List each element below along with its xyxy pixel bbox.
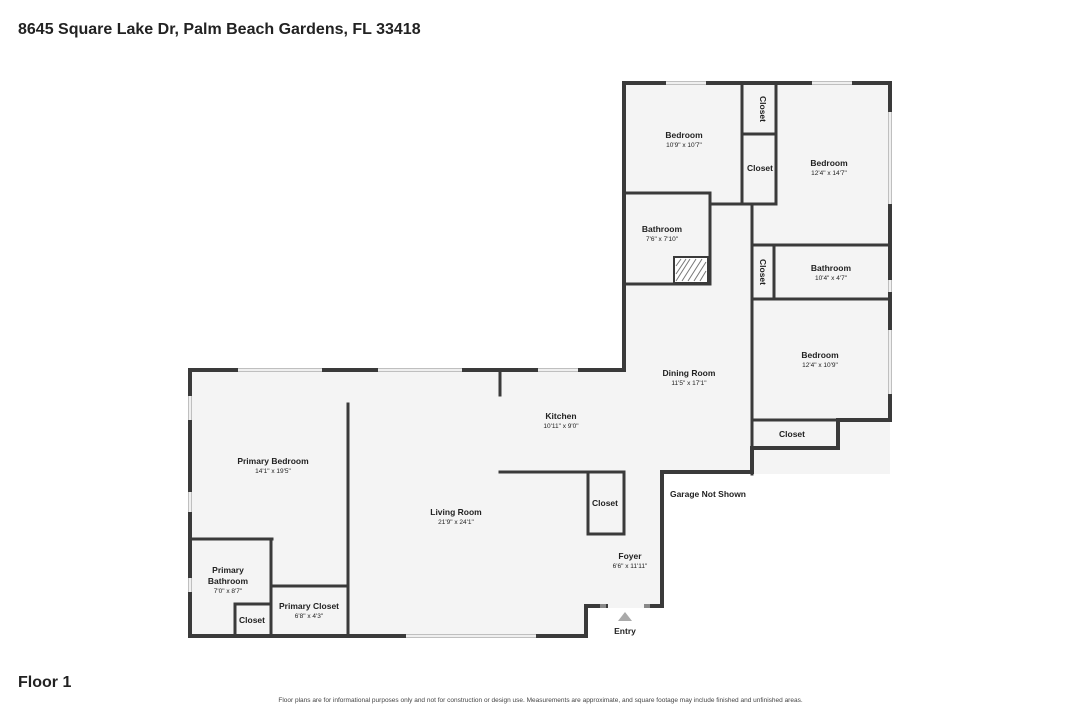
closet-label: Closet bbox=[758, 259, 768, 285]
foyer-floor bbox=[500, 472, 664, 608]
primary-closet-dimensions: 6'8" x 4'3" bbox=[295, 613, 324, 620]
bathroom-dimensions: 7'6" x 7'10" bbox=[646, 236, 679, 243]
closet-label: Closet bbox=[239, 615, 265, 625]
living-room-label: Living Room bbox=[430, 507, 482, 517]
wall-bath1 bbox=[622, 191, 712, 286]
closet-label: Closet bbox=[592, 498, 618, 508]
floor-label: Floor 1 bbox=[18, 674, 72, 691]
living-room-dimensions: 21'9" x 24'1" bbox=[438, 519, 474, 526]
east-wing-floor bbox=[624, 84, 890, 474]
primary-bedroom-label: Primary Bedroom bbox=[237, 456, 309, 466]
primary-bathroom-dimensions: 7'0" x 8'7" bbox=[214, 588, 243, 595]
garage-note: Garage Not Shown bbox=[670, 489, 746, 499]
closet-alcove-floor bbox=[752, 420, 838, 448]
property-address: 8645 Square Lake Dr, Palm Beach Gardens,… bbox=[18, 21, 421, 38]
primary-closet-label: Primary Closet bbox=[279, 601, 339, 611]
room-labels: Bedroom 10'9" x 10'7" Closet Closet Bedr… bbox=[208, 96, 852, 636]
bedroom-label: Bedroom bbox=[810, 158, 848, 168]
entry-arrow-icon bbox=[618, 612, 632, 621]
dining-room-dimensions: 11'5" x 17'1" bbox=[671, 380, 707, 387]
foyer-dimensions: 6'6" x 11'11" bbox=[613, 563, 648, 570]
closet-label: Closet bbox=[747, 163, 773, 173]
bedroom-label: Bedroom bbox=[665, 130, 703, 140]
kitchen-label: Kitchen bbox=[545, 411, 576, 421]
wall-closet5 bbox=[586, 470, 626, 536]
entry-jamb-right bbox=[644, 604, 650, 608]
dining-room-label: Dining Room bbox=[663, 368, 716, 378]
primary-bathroom-label: Primary bbox=[212, 565, 244, 575]
exterior-wall-west bbox=[188, 368, 626, 638]
bedroom-dimensions: 10'9" x 10'7" bbox=[666, 142, 702, 149]
bathroom-label: Bathroom bbox=[642, 224, 683, 234]
foyer-label: Foyer bbox=[618, 551, 642, 561]
floor-area bbox=[190, 84, 890, 636]
kitchen-floor bbox=[500, 370, 626, 474]
bathroom-dimensions: 10'4" x 4'7" bbox=[815, 275, 848, 282]
bedroom-dimensions: 12'4" x 10'9" bbox=[802, 362, 838, 369]
windows bbox=[188, 81, 892, 638]
living-extension-floor bbox=[500, 606, 586, 636]
bedroom-label: Bedroom bbox=[801, 350, 839, 360]
primary-bedroom-dimensions: 14'1" x 19'5" bbox=[255, 468, 291, 475]
entry-label: Entry bbox=[614, 626, 636, 636]
primary-bathroom-label: Bathroom bbox=[208, 576, 249, 586]
closet-label: Closet bbox=[779, 429, 805, 439]
kitchen-dimensions: 10'11" x 9'0" bbox=[543, 423, 579, 430]
closet-label: Closet bbox=[758, 96, 768, 122]
bathroom-label: Bathroom bbox=[811, 263, 852, 273]
interior-walls bbox=[188, 82, 892, 638]
wall-closet6 bbox=[233, 602, 273, 638]
exterior-wall-east bbox=[622, 81, 892, 608]
entry-jamb-left bbox=[600, 604, 606, 608]
bedroom-dimensions: 12'4" x 14'7" bbox=[811, 170, 847, 177]
west-wing-floor bbox=[190, 370, 502, 636]
shower-hatch bbox=[675, 258, 707, 282]
disclaimer-text: Floor plans are for informational purpos… bbox=[278, 697, 803, 704]
